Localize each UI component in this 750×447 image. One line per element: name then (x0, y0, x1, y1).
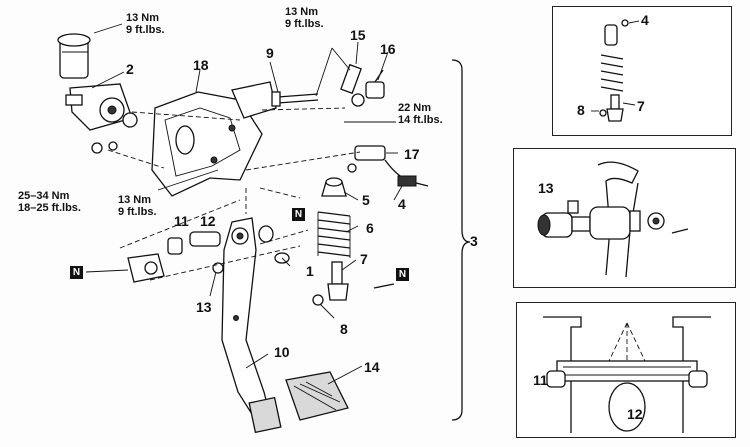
spring-6-part (317, 211, 351, 258)
torque-value: 22 Nm (398, 102, 432, 114)
pedal-bracket-part (151, 81, 277, 197)
new-part-marker: N (292, 208, 305, 221)
master-cylinder-part (65, 83, 138, 131)
callout-17: 17 (404, 146, 420, 162)
inset-top-label-8: 8 (577, 102, 585, 118)
washer-part (108, 141, 118, 151)
switch-17-part (347, 145, 429, 187)
new-part-marker: N (70, 266, 83, 279)
torque-value-imperial: 14 ft.lbs. (398, 114, 443, 126)
torque-spec-nut: 22 Nm 14 ft.lbs. (398, 102, 443, 126)
callout-12: 12 (200, 213, 216, 229)
bushing-part (167, 225, 290, 264)
callout-3: 3 (470, 233, 478, 249)
torque-spec-reservoir: 13 Nm 9 ft.lbs. (126, 12, 165, 36)
torque-value: 13 Nm (118, 194, 152, 206)
callout-16: 16 (380, 41, 396, 57)
inset-bottom-panel: 11 12 (516, 302, 736, 438)
torque-value-imperial: 9 ft.lbs. (126, 24, 165, 36)
nut-8-part (312, 294, 324, 306)
inset-bottom-drawing (543, 316, 711, 433)
reservoir-part (57, 33, 91, 79)
inset-top-panel: 4 8 7 (552, 6, 732, 136)
torque-value-imperial: 9 ft.lbs. (285, 18, 324, 30)
callout-11: 11 (174, 213, 189, 229)
callout-8: 8 (340, 321, 348, 337)
clevis-part (127, 253, 165, 283)
inset-middle-label-13: 13 (538, 180, 554, 196)
pivot-5-part (321, 177, 347, 197)
torque-value: 13 Nm (285, 6, 319, 18)
pedal-pad-part (285, 371, 349, 421)
callout-15: 15 (350, 27, 366, 43)
callout-7: 7 (360, 251, 368, 267)
bolt-13-part (212, 262, 224, 274)
torque-value-imperial: 18–25 ft.lbs. (18, 202, 81, 214)
callout-10: 10 (274, 344, 290, 360)
inset-bottom-label-11: 11 (533, 372, 548, 388)
callout-1: 1 (306, 263, 314, 279)
inset-top-label-4: 4 (641, 12, 649, 28)
pin-part (373, 283, 395, 289)
callout-2: 2 (126, 61, 134, 77)
torque-spec-bracket: 13 Nm 9 ft.lbs. (118, 194, 157, 218)
callout-5: 5 (362, 192, 370, 208)
bolt-9-part (271, 91, 319, 107)
washer-part (91, 142, 103, 154)
inset-bottom-label-12: 12 (627, 406, 643, 422)
group-bracket (451, 59, 471, 421)
torque-value-imperial: 9 ft.lbs. (118, 206, 157, 218)
new-part-marker: N (396, 268, 409, 281)
callout-6: 6 (366, 220, 374, 236)
torque-spec-switch: 13 Nm 9 ft.lbs. (285, 6, 324, 30)
inset-middle-drawing (537, 161, 689, 278)
inset-top-drawing (591, 19, 640, 122)
pedal-arm-part (221, 217, 282, 434)
inset-top-label-7: 7 (637, 98, 645, 114)
callout-18: 18 (193, 57, 209, 73)
rod-7-part (327, 261, 349, 301)
torque-value: 13 Nm (126, 12, 160, 24)
switch-15-part (340, 63, 365, 107)
callout-4: 4 (398, 196, 406, 212)
callout-9: 9 (266, 45, 274, 61)
inset-middle-panel: 13 (513, 148, 736, 288)
callout-14: 14 (364, 359, 380, 375)
torque-value: 25–34 Nm (18, 190, 70, 202)
connector-16-part (365, 69, 385, 99)
leader-lines (85, 23, 403, 385)
callout-13: 13 (196, 299, 212, 315)
torque-spec-master-mount: 25–34 Nm 18–25 ft.lbs. (18, 190, 81, 214)
